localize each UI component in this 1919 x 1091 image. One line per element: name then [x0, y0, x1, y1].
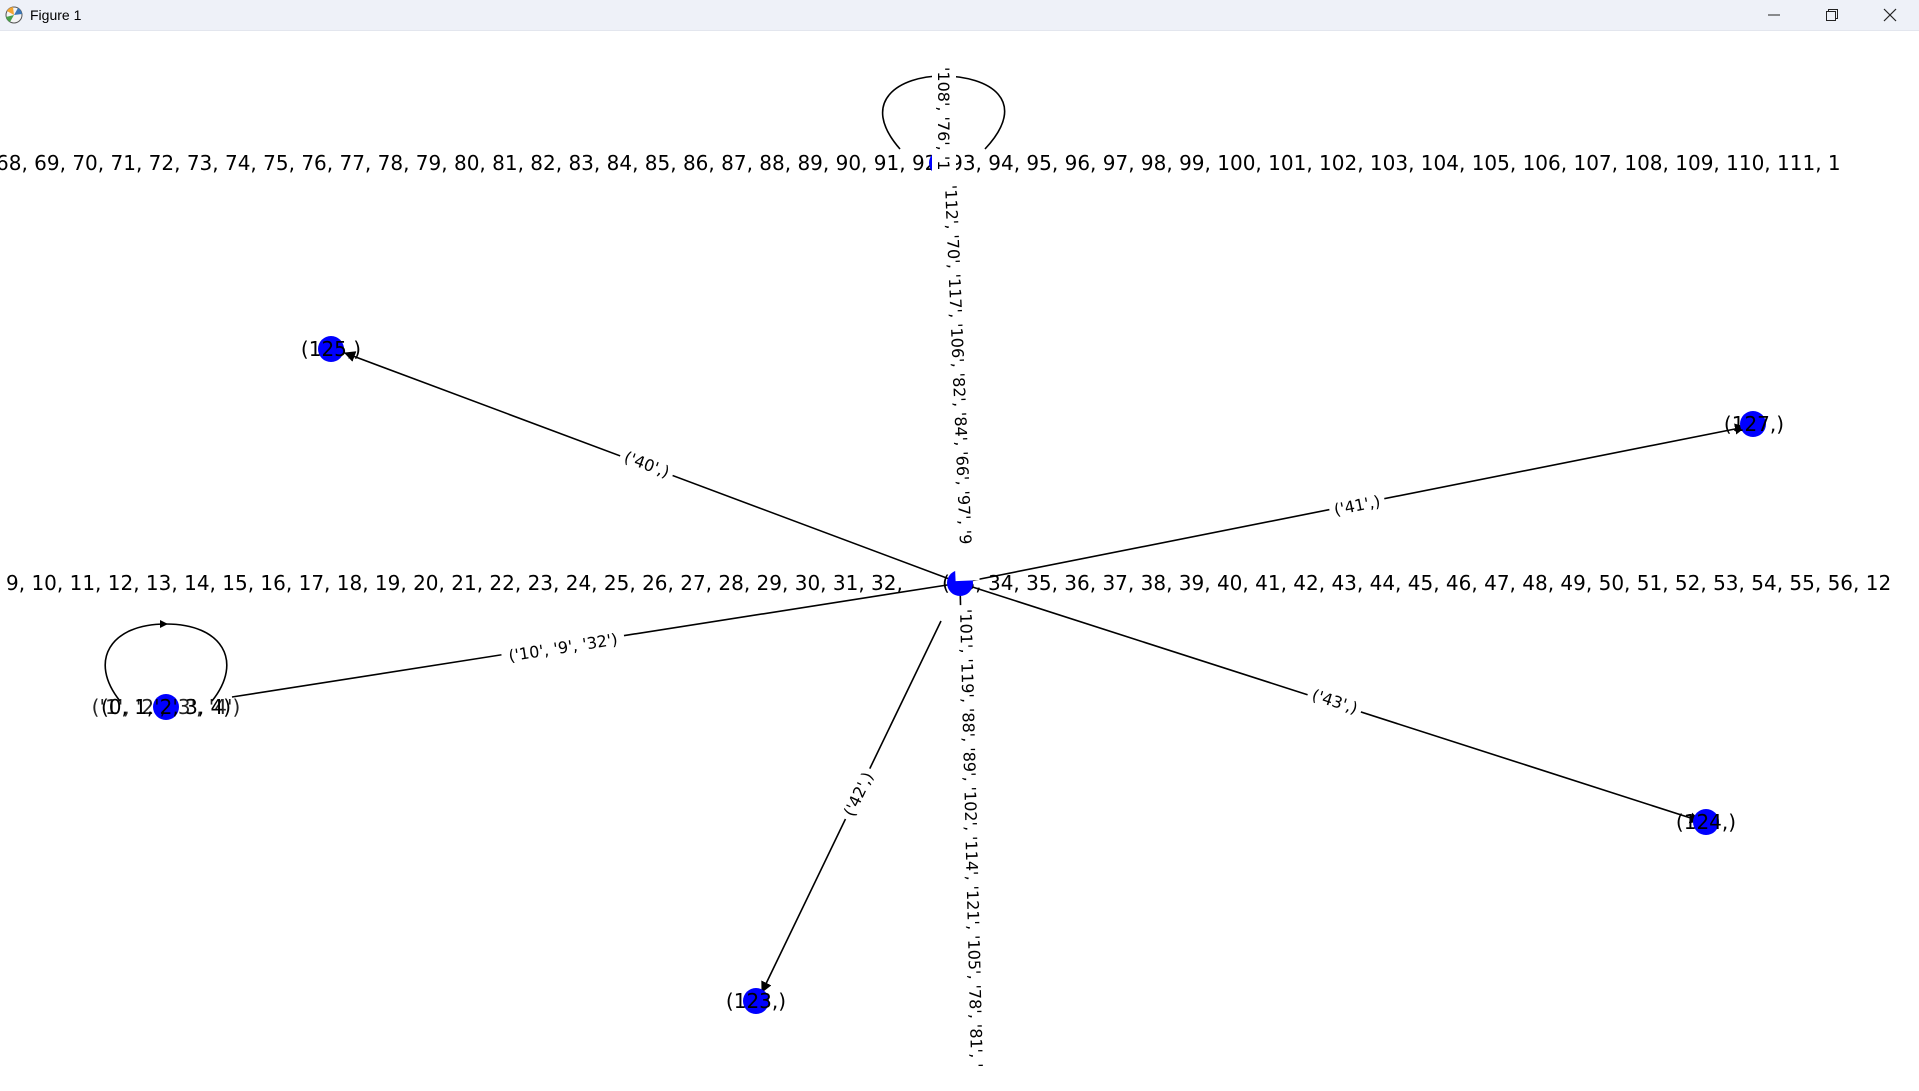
- node-123[interactable]: [743, 988, 769, 1014]
- node-label-124: (124,): [1676, 810, 1736, 834]
- edge-label-top-center: '112', '70', '117', '106', '82', '84', '…: [938, 180, 980, 582]
- close-button[interactable]: [1861, 0, 1919, 30]
- node-label-left: (0, 1, 2, 3, 4): [101, 695, 231, 719]
- matplotlib-app-icon: [3, 4, 25, 26]
- edge-label-center-124: ('43',): [1304, 681, 1366, 721]
- window-title: Figure 1: [30, 7, 82, 23]
- figure-canvas[interactable]: 68, 69, 70, 71, 72, 73, 74, 75, 76, 77, …: [0, 31, 1919, 1091]
- edge-label-top-self: '108', '76', '1: [932, 63, 956, 195]
- node-124[interactable]: [1693, 809, 1719, 835]
- maximize-button[interactable]: [1803, 0, 1861, 30]
- edge-label-center-123: ('42',): [835, 763, 881, 825]
- node-label-center-prefix: 9, 10, 11, 12, 13, 14, 15, 16, 17, 18, 1…: [6, 571, 903, 595]
- node-left[interactable]: [153, 694, 179, 720]
- title-bar: Figure 1: [0, 0, 1919, 31]
- edge-label-left-center: ('10', '9', '32'): [499, 625, 627, 669]
- graph-plot: 68, 69, 70, 71, 72, 73, 74, 75, 76, 77, …: [0, 63, 1891, 1091]
- node-125[interactable]: [318, 336, 344, 362]
- node-label-top: 68, 69, 70, 71, 72, 73, 74, 75, 76, 77, …: [0, 151, 1841, 175]
- svg-text:'108', '76', '1: '108', '76', '1: [934, 67, 953, 170]
- edge-label-left-self: ('1', '2', '3', '4'): [92, 695, 241, 719]
- edge-label-center-127: ('41',): [1327, 487, 1387, 523]
- node-label-center: (33, 34, 35, 36, 37, 38, 39, 40, 41, 42,…: [942, 571, 1891, 595]
- close-icon: [1883, 8, 1897, 22]
- node-label-127: (127,): [1724, 412, 1784, 436]
- node-127[interactable]: [1740, 411, 1766, 437]
- node-label-125: (125,): [301, 337, 361, 361]
- edge-label-center-down: '101', '119', '88', '89', '102', '114', …: [953, 604, 990, 1091]
- edge-left-self: [104, 623, 228, 702]
- minimize-button[interactable]: [1745, 0, 1803, 30]
- edge-label-center-125: ('40',): [616, 442, 678, 486]
- minimize-icon: [1768, 14, 1780, 16]
- self-loop-arrowhead: [160, 620, 168, 628]
- node-label-123: (123,): [726, 989, 786, 1013]
- maximize-icon: [1826, 9, 1838, 21]
